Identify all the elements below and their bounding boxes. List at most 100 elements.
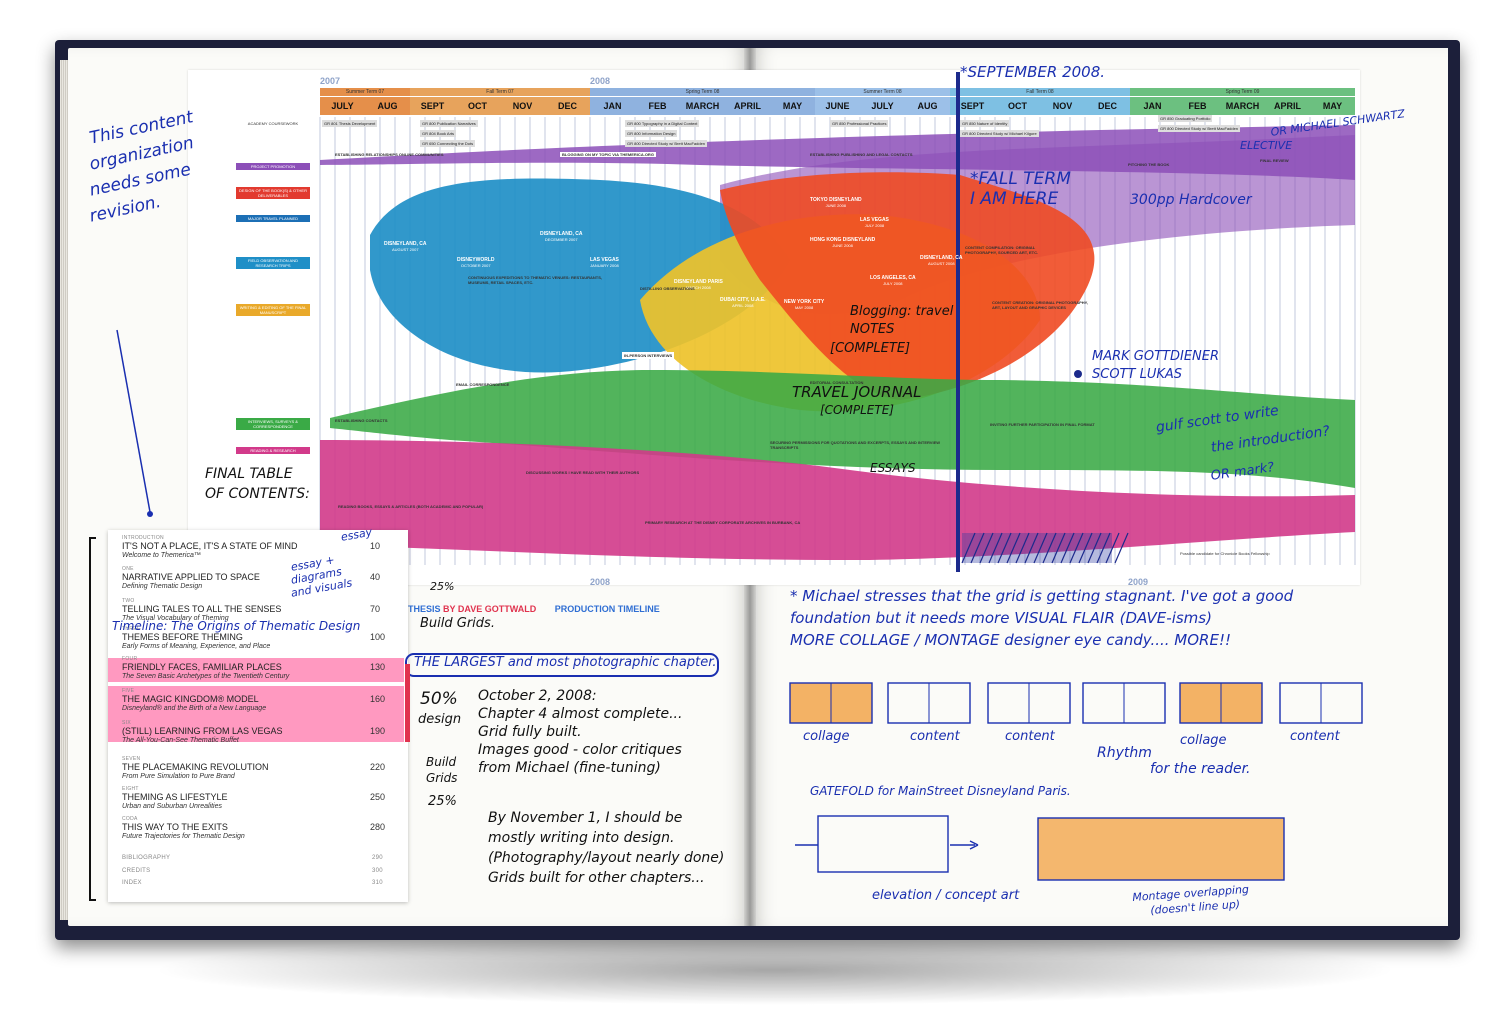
label-establishing2: ESTABLISHING PUBLISHING AND LEGAL CONTAC…	[810, 152, 913, 157]
toc-back-label-2: INDEX	[122, 880, 142, 886]
toc-title-3: THEMES BEFORE THEMING	[122, 632, 243, 642]
course-0: GR 801 Thesis Development	[322, 120, 378, 127]
toc-title-2: TELLING TALES TO ALL THE SENSES	[122, 604, 282, 614]
course-2: GR 804 Book Arts	[420, 130, 457, 137]
hatch-line	[1069, 532, 1084, 564]
category-5: WRITING & EDITING OF THE FINAL MANUSCRIP…	[236, 304, 310, 316]
label-establishing-contacts: ESTABLISHING CONTACTS	[335, 418, 388, 423]
toc-page-5: 160	[370, 694, 386, 704]
toc-title-9: THIS WAY TO THE EXITS	[122, 822, 228, 832]
trip-name: DISNEYLAND, CA	[540, 231, 583, 237]
spread-label-4: content	[1290, 729, 1340, 744]
toc-sub-8: Urban and Suburban Unrealities	[122, 803, 223, 810]
blogging-line-1: NOTES	[850, 322, 895, 337]
toc-back-label-1: CREDITS	[122, 868, 151, 874]
toc-sub-7: From Pure Simulation to Pure Brand	[122, 773, 235, 780]
toc-title-0: IT'S NOT A PLACE, IT'S A STATE OF MIND	[122, 541, 298, 551]
hatch-line	[1024, 532, 1039, 564]
hatch-line	[1033, 532, 1048, 564]
hatch-line	[997, 532, 1012, 564]
label-content-creation: CONTENT CREATION: ORIGINAL PHOTOGRAPHY, …	[992, 300, 1089, 310]
band-design	[720, 172, 1095, 400]
label-inviting: INVITING FURTHER PARTICIPATION IN FINAL …	[990, 422, 1095, 427]
toc-title-8: THEMING AS LIFESTYLE	[122, 792, 228, 802]
largest-note: THE LARGEST and most photographic chapte…	[414, 655, 717, 670]
course-6: GR 800 Directed Study w/ Brett MacFadden	[625, 140, 708, 147]
hatch-line	[1096, 532, 1111, 564]
trip-date: MAY 2008	[794, 305, 814, 310]
trip-name: NEW YORK CITY	[784, 299, 825, 305]
thesis-label: THESIS	[408, 604, 441, 614]
toc-sub-5: Disneyland® and the Birth of a New Langu…	[122, 705, 267, 712]
month-cell-13: AUG	[905, 97, 950, 115]
month-cell-10: MAY	[770, 97, 815, 115]
final-toc-line-1: OF CONTENTS:	[205, 486, 310, 502]
nov-note-line-0: By November 1, I should be	[488, 810, 683, 826]
oct-note-line-1: Chapter 4 almost complete...	[478, 706, 683, 722]
label-email: EMAIL CORRESPONDENCE	[456, 382, 510, 387]
hatch-line	[970, 532, 985, 564]
month-cell-2: SEPT	[410, 97, 455, 115]
hatch-line	[1060, 532, 1075, 564]
pct25b-note: 25%	[428, 794, 457, 809]
category-3: MAJOR TRAVEL PLANNED	[236, 215, 310, 222]
course-1: GR 800 Publication Narratives	[420, 120, 478, 127]
hatch-line	[1078, 532, 1093, 564]
toc-page-7: 220	[370, 762, 386, 772]
category-6: INTERVIEWS, SURVEYS & CORRESPONDENCE	[236, 418, 310, 430]
month-cell-14: SEPT	[950, 97, 995, 115]
month-cell-21: APRIL	[1265, 97, 1310, 115]
rhythm-line-1: for the reader.	[1150, 761, 1251, 777]
trip-date: JANUARY 2008	[590, 263, 619, 268]
highlight-ch5-6	[108, 686, 404, 742]
label-continuous: CONTINUOUS EXPEDITIONS TO THEMATIC VENUE…	[468, 275, 603, 285]
trip-date: JUNE 2008	[832, 243, 853, 248]
toc-num-5: FIVE	[122, 688, 135, 694]
toc-sub-2: The Visual Vocabulary of Theming	[122, 615, 229, 622]
toc-title-5: THE MAGIC KINGDOM® MODEL	[122, 694, 259, 704]
trip-5: DUBAI CITY, U.A.E.APRIL 2008	[718, 296, 768, 310]
month-cell-20: MARCH	[1220, 97, 1265, 115]
label-securing: SECURING PERMISSIONS FOR QUOTATIONS AND …	[770, 440, 941, 450]
toc-back-label-0: BIBLIOGRAPHY	[122, 855, 171, 861]
toc-num-9: CODA	[122, 816, 138, 822]
hatch-line	[1015, 532, 1030, 564]
band-interviews	[330, 370, 1355, 488]
toc-page-0: 10	[370, 541, 381, 551]
month-cell-11: JUNE	[815, 97, 860, 115]
largest-oval	[405, 653, 719, 677]
toc-page-3: 100	[370, 632, 386, 642]
margin-arrow	[116, 329, 151, 513]
hatch-line	[1006, 532, 1021, 564]
trip-date: AUGUST 2008	[927, 261, 955, 266]
build-grids2-line-1: Grids	[426, 771, 458, 785]
thesis-header: THESIS BY DAVE GOTTWALD PRODUCTION TIMEL…	[408, 604, 660, 614]
toc-num-6: SIX	[122, 720, 131, 726]
hatch-line	[1114, 532, 1129, 564]
toc-num-1: ONE	[122, 566, 134, 572]
hatch-line	[1051, 532, 1066, 564]
toc-page-9: 280	[370, 822, 386, 832]
trip-name: DISNEYLAND, CA	[384, 241, 427, 247]
year-2009: 2009	[1128, 577, 1149, 587]
trip-name: DUBAI CITY, U.A.E.	[720, 297, 766, 303]
toc-page-1: 40	[370, 572, 381, 582]
pct50-note: 50%	[420, 689, 458, 709]
label-distilling: DISTILLING OBSERVATIONS	[640, 286, 695, 291]
final-toc-line-0: FINAL TABLE	[205, 466, 293, 482]
dot-marker	[1074, 370, 1082, 378]
trip-name: DISNEYWORLD	[457, 257, 495, 263]
label-content-comp: CONTENT COMPILATION: ORIGINAL PHOTOGRAPH…	[965, 245, 1039, 255]
month-cell-15: OCT	[995, 97, 1040, 115]
gatefold-sketch-left	[817, 815, 949, 873]
course-9: GR 800 Directed Study w/ Michael Kilgore	[960, 130, 1039, 137]
toc-sub-4: The Seven Basic Archetypes of the Twenti…	[122, 673, 290, 680]
category-7: READING & RESEARCH	[236, 447, 310, 454]
mark-line-0: MARK GOTTDIENER	[1092, 349, 1220, 364]
trip-date: AUGUST 2007	[391, 247, 419, 252]
margin-arrow-dot	[147, 511, 153, 517]
